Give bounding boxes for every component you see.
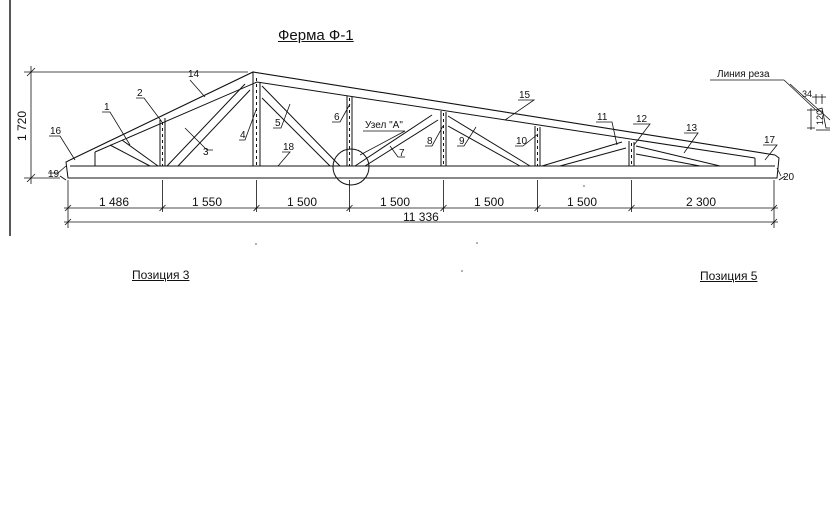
member-label: 4 [240, 130, 246, 141]
member-label: 10 [516, 136, 528, 147]
member-label: 2 [137, 88, 143, 99]
verticals [159, 72, 635, 166]
member-labels: 1 2 3 4 5 6 7 8 9 10 11 12 13 14 15 16 1… [48, 69, 795, 183]
cut-detail [710, 79, 831, 131]
span-label: 1 500 [567, 195, 597, 209]
span-label: 1 486 [99, 195, 129, 209]
member-label: 18 [283, 142, 295, 153]
member-label: 3 [203, 147, 209, 158]
height-dimension [24, 66, 248, 184]
member-label: 16 [50, 126, 62, 137]
node-a-circle [332, 148, 370, 186]
member-label: 20 [783, 172, 795, 183]
member-label: 7 [399, 148, 405, 159]
member-label: 19 [48, 169, 60, 180]
span-label: 1 500 [380, 195, 410, 209]
member-label: 1 [104, 102, 110, 113]
cut-line-label: Линия реза [717, 69, 770, 80]
member-label: 9 [459, 136, 465, 147]
specks [255, 185, 585, 272]
position-right-label: Позиция 5 [700, 269, 758, 283]
span-dimension-line [64, 180, 778, 228]
member-label: 14 [188, 69, 200, 80]
top-chord [69, 71, 776, 161]
member-label: 13 [686, 123, 698, 134]
member-label: 6 [334, 112, 340, 123]
detail-dim-side: 120 [815, 110, 825, 125]
member-label: 12 [636, 114, 648, 125]
detail-dim-top: 34 [802, 89, 812, 99]
height-dimension-label: 1 720 [15, 111, 29, 141]
member-label: 15 [519, 90, 531, 101]
position-left-label: Позиция 3 [132, 268, 190, 282]
end-blocks [59, 154, 786, 181]
span-label: 1 550 [192, 195, 222, 209]
leader-lines [48, 79, 782, 177]
member-label: 5 [275, 118, 281, 129]
span-label: 1 500 [287, 195, 317, 209]
node-a-label: Узел "А" [365, 120, 403, 131]
drawing-title: Ферма Ф-1 [278, 27, 354, 44]
total-length-label: 11 336 [403, 210, 439, 224]
bottom-chord [70, 152, 775, 179]
span-label: 1 500 [474, 195, 504, 209]
span-labels: 1 486 1 550 1 500 1 500 1 500 1 500 2 30… [99, 195, 716, 209]
diagonals [109, 83, 721, 167]
span-label: 2 300 [686, 195, 716, 209]
member-label: 11 [597, 112, 608, 123]
span-ticks [64, 180, 778, 226]
member-label: 8 [427, 136, 433, 147]
member-label: 17 [764, 135, 776, 146]
